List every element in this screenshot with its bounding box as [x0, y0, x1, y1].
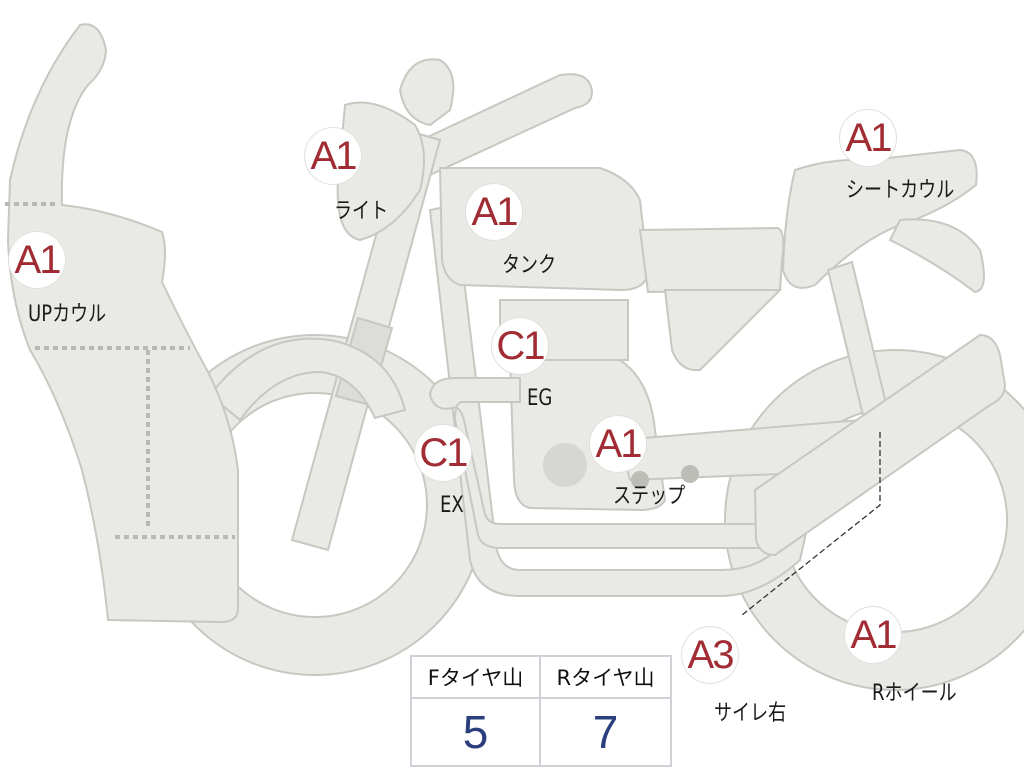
grade-badge-silencer: A3: [682, 627, 738, 683]
seat: [638, 226, 785, 294]
grade-badge-rwheel: A1: [845, 607, 901, 663]
handlebar: [398, 73, 594, 177]
exhaust-pipe: [428, 377, 772, 549]
grade-badge-eg: C1: [492, 318, 548, 374]
engine-cover: [543, 443, 587, 487]
upper-cowl: [6, 23, 239, 624]
label-seatcowl: シートカウル: [846, 178, 955, 203]
grade-badge-ex: C1: [415, 425, 471, 481]
label-light: ライト: [334, 199, 389, 224]
step-peg-2: [681, 465, 699, 483]
label-ex: EX: [440, 493, 464, 518]
tail-tip: [888, 218, 985, 294]
grade-badge-seatcowl: A1: [840, 110, 896, 166]
silencer-leader-line: [741, 432, 881, 616]
tire-tread-table: Fタイヤ山 Rタイヤ山 5 7: [410, 655, 672, 767]
label-step: ステップ: [613, 484, 686, 509]
rear-tire-value: 7: [592, 706, 619, 758]
label-upcowl: UPカウル: [28, 302, 107, 327]
grade-badge-step: A1: [590, 416, 646, 472]
headlight-body: [336, 101, 425, 242]
grade-badge-light: A1: [305, 128, 361, 184]
label-tank: タンク: [502, 253, 557, 278]
grade-badge-upcowl: A1: [9, 232, 65, 288]
label-silencer: サイレ右: [714, 701, 787, 726]
label-rwheel: Rホイール: [872, 681, 957, 706]
mirror: [398, 58, 455, 127]
label-eg: EG: [527, 386, 553, 411]
front-tire-value: 5: [412, 699, 541, 765]
step-peg-1: [631, 471, 649, 489]
front-fender: [208, 337, 407, 422]
side-panel: [663, 289, 783, 372]
front-tire-header: Fタイヤ山: [412, 657, 541, 699]
rear-tire-header: Rタイヤ山: [541, 657, 670, 699]
grade-badge-tank: A1: [466, 184, 522, 240]
